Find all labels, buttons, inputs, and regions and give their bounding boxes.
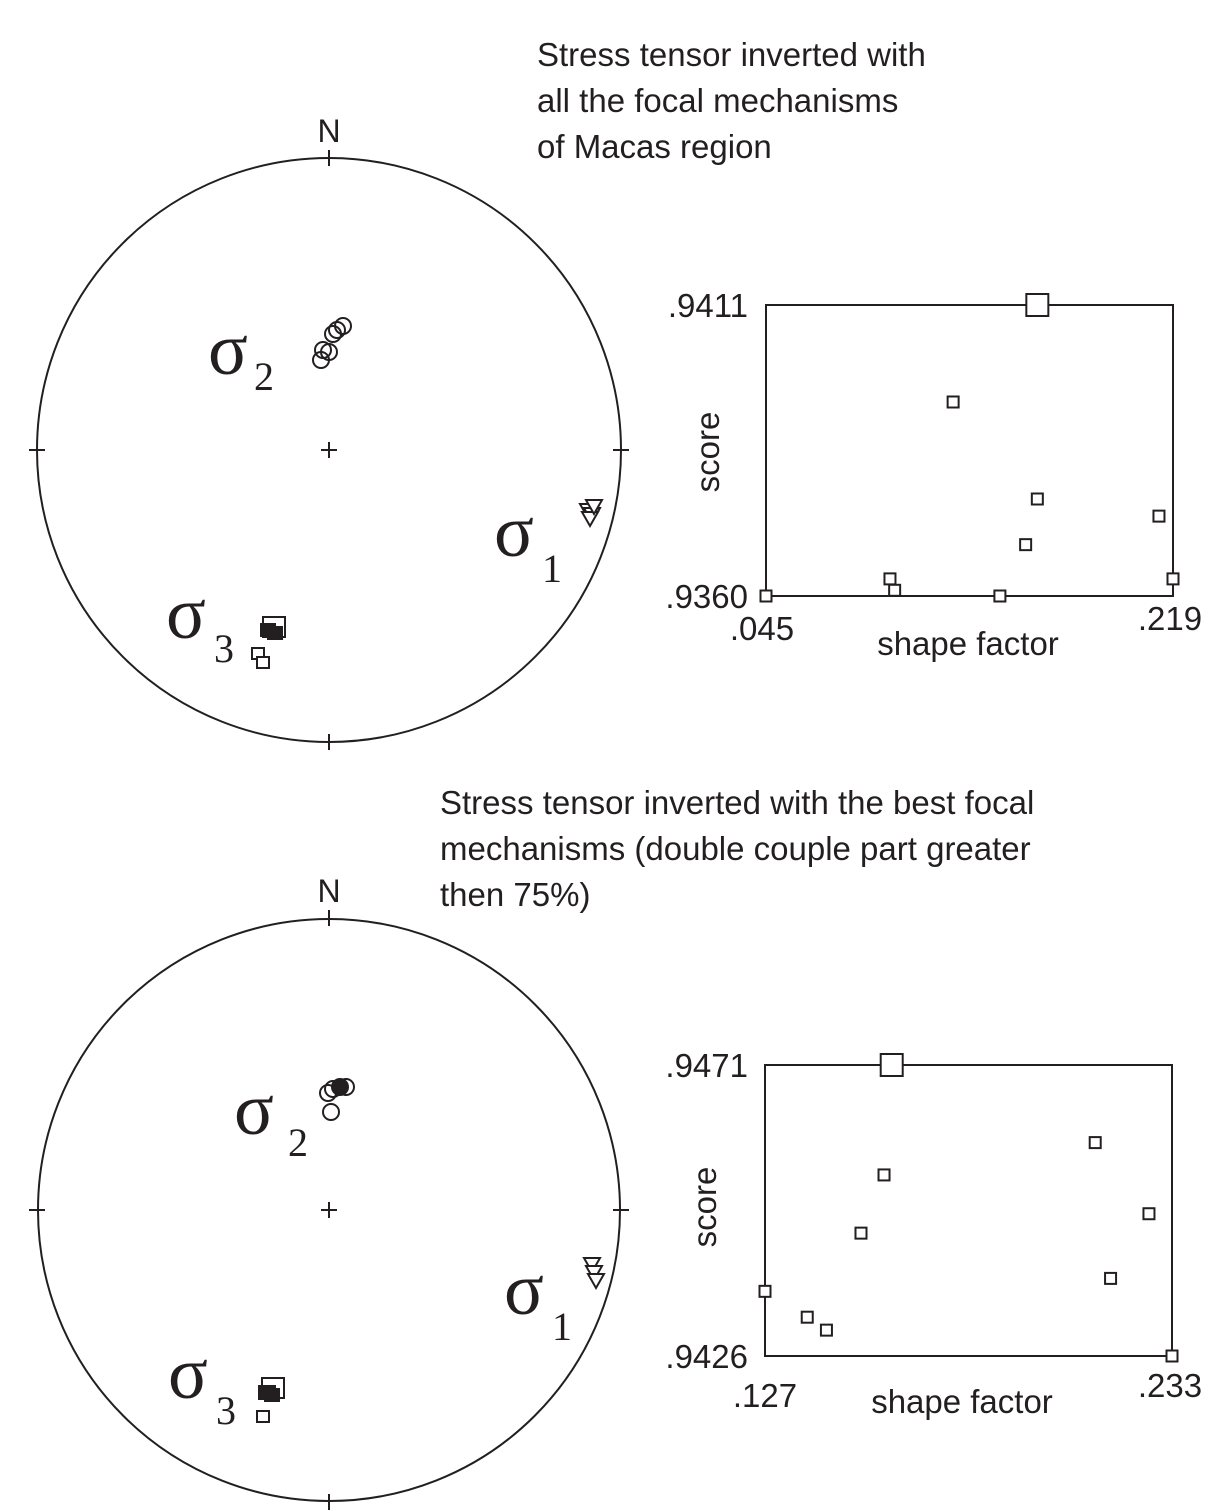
caption-line: mechanisms (double couple part greater [440,830,1031,867]
y-axis-label: score [689,412,726,493]
data-point [883,572,897,586]
sigma3-marker [256,656,270,669]
sigma3-subscript: 3 [216,1388,236,1433]
sigma1-marker [584,499,604,517]
x-tick-label: .233 [1138,1367,1202,1404]
sigma2-subscript: 2 [288,1120,308,1165]
sigma2-symbol: σ [234,1069,274,1151]
data-point [759,589,773,603]
sigma2-marker [314,341,332,359]
sigma1-marker [582,507,602,525]
y-tick-label: .9360 [665,578,748,615]
x-tick-label: .045 [730,610,794,647]
data-point [1019,538,1033,552]
caption-bottom: Stress tensor inverted with the best foc… [440,780,1034,918]
data-point [1088,1136,1102,1150]
sigma1-marker [578,503,598,521]
data-point [993,589,1007,603]
data-point [1142,1207,1156,1221]
sigma2-subscript: 2 [254,354,274,399]
sigma2-marker [328,321,346,339]
sigma3-marker [256,1410,270,1423]
sigma3-markers [256,1377,285,1423]
x-tick-label: .127 [733,1377,797,1414]
sigma3-marker [267,626,283,640]
sigma2-marker [331,1078,349,1096]
sigma3-marker [251,647,265,660]
sigma1-marker [580,511,600,529]
sigma3-markers [251,616,286,669]
sigma2-markers [319,1078,355,1121]
sigma2-marker [320,343,338,361]
data-point [888,583,902,597]
data-point [1104,1271,1118,1285]
sigma3-marker [258,1385,276,1400]
y-tick-label: .9471 [665,1047,748,1084]
sigma2-marker [334,317,352,335]
sigma1-symbol: σ [494,491,534,573]
data-point [758,1284,772,1298]
data-point [946,395,960,409]
sigma2-marker [319,1084,337,1102]
y-axis-label: score [686,1167,723,1248]
sigma3-marker [261,1377,285,1399]
data-point [1165,1349,1179,1363]
y-tick-label: .9411 [668,287,748,324]
sigma3-subscript: 3 [214,626,234,671]
caption-line: of Macas region [537,128,772,165]
sigma2-marker [337,1078,355,1096]
north-label: N [317,873,340,909]
y-tick-label: .9426 [665,1338,748,1375]
data-point [1152,509,1166,523]
sigma2-marker [322,1103,340,1121]
sigma3-symbol: σ [166,573,206,655]
stereonet-primitive-circle [37,918,621,1502]
sigma1-marker [582,1257,602,1275]
data-point [1166,572,1180,586]
sigma1-marker [586,1273,606,1291]
data-point [819,1323,833,1337]
north-label: N [317,113,340,149]
stereonet-primitive-circle [36,157,622,743]
sigma2-markers [312,317,352,369]
sigma3-marker [262,616,286,638]
x-tick-label: .219 [1138,600,1202,637]
caption-line: all the focal mechanisms [537,82,899,119]
sigma2-marker [312,351,330,369]
caption-line: then 75%) [440,876,591,913]
plot-frame [764,1064,1173,1357]
sigma1-subscript: 1 [552,1304,572,1349]
sigma1-symbol: σ [504,1249,544,1331]
sigma1-markers [582,1257,606,1291]
sigma1-marker [584,1265,604,1283]
sigma2-marker [324,325,342,343]
sigma2-symbol: σ [208,309,248,391]
data-point [800,1310,814,1324]
caption-top: Stress tensor inverted with all the foca… [537,32,926,170]
x-axis-label: shape factor [871,1383,1053,1420]
sigma3-marker [264,1388,280,1402]
caption-line: Stress tensor inverted with the best foc… [440,784,1035,821]
caption-line: Stress tensor inverted with [537,36,926,73]
x-axis-label: shape factor [877,625,1059,662]
sigma3-symbol: σ [168,1333,208,1415]
sigma1-subscript: 1 [542,546,562,591]
plot-frame [765,304,1174,597]
sigma3-marker [260,623,276,637]
best-solution-point [879,1053,904,1077]
best-solution-point [1025,293,1050,317]
sigma1-markers [578,499,604,529]
data-point [854,1226,868,1240]
data-point [1030,492,1044,506]
sigma2-marker [324,1080,342,1098]
data-point [877,1168,891,1182]
